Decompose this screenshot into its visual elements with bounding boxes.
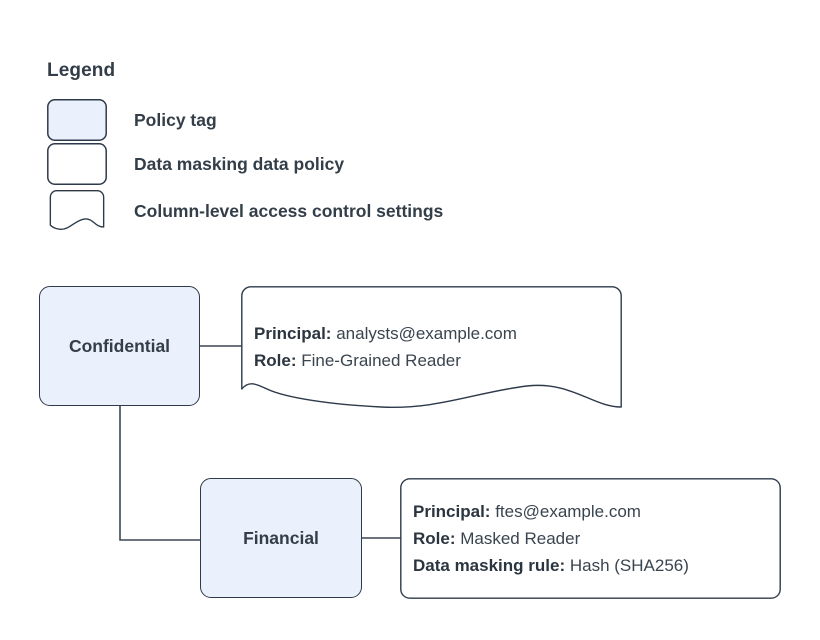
- callout-line-value: analysts@example.com: [336, 324, 517, 343]
- callout-line-value: ftes@example.com: [495, 502, 641, 521]
- connector-confidential-to-financial: [119, 405, 201, 541]
- column-access-settings-swatch-icon: [49, 190, 105, 230]
- callout-line-key: Role:: [254, 351, 297, 370]
- legend-title: Legend: [47, 60, 116, 81]
- data-masking-policy-swatch-icon: [47, 143, 107, 185]
- callout-line-key: Role:: [413, 529, 456, 548]
- callout-line-key: Data masking rule:: [413, 556, 566, 575]
- callout-line-key: Principal:: [254, 324, 332, 343]
- callout-line-value: Fine-Grained Reader: [301, 351, 461, 370]
- legend-label-data-masking-policy: Data masking data policy: [134, 154, 345, 174]
- callout-line: Data masking rule: Hash (SHA256): [413, 552, 781, 579]
- callout-line: Principal: analysts@example.com: [254, 320, 622, 347]
- legend-label-column-access-settings: Column-level access control settings: [134, 201, 444, 221]
- policy-tag-swatch-icon: [47, 99, 107, 141]
- callout-confidential-text: Principal: analysts@example.com Role: Fi…: [241, 286, 622, 374]
- callout-financial[interactable]: Principal: ftes@example.com Role: Masked…: [400, 478, 781, 599]
- callout-line: Role: Masked Reader: [413, 525, 781, 552]
- callout-line-key: Principal:: [413, 502, 491, 521]
- callout-confidential-shape: [241, 286, 622, 409]
- callout-line-value: Hash (SHA256): [569, 556, 689, 575]
- node-confidential[interactable]: Confidential: [39, 286, 200, 406]
- node-financial[interactable]: Financial: [200, 478, 362, 598]
- callout-line: Role: Fine-Grained Reader: [254, 347, 622, 374]
- callout-line: Principal: ftes@example.com: [413, 498, 781, 525]
- legend-label-policy-tag: Policy tag: [134, 110, 217, 130]
- callout-line-value: Masked Reader: [460, 529, 581, 548]
- callout-confidential[interactable]: Principal: analysts@example.com Role: Fi…: [241, 286, 622, 411]
- callout-financial-shape: [400, 478, 781, 599]
- callout-financial-text: Principal: ftes@example.com Role: Masked…: [400, 478, 781, 579]
